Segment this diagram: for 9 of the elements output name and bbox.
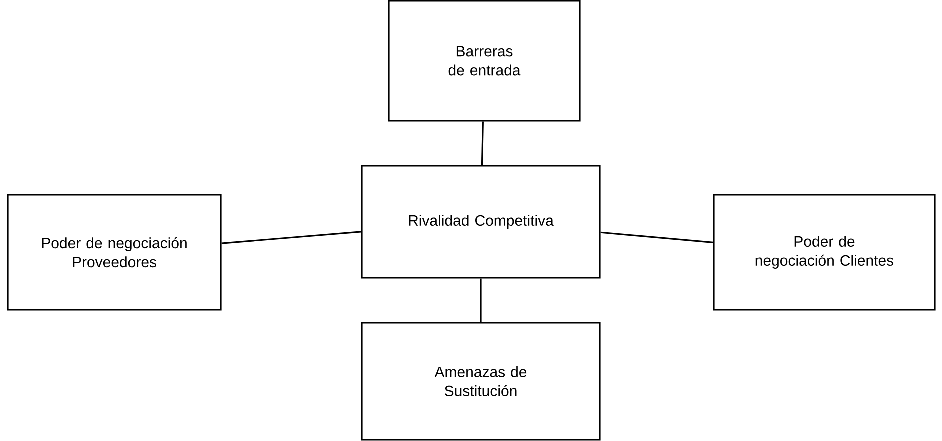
connector-line — [222, 231, 362, 244]
process-box: Amenazas de Sustitución — [361, 322, 601, 441]
connector-line — [600, 232, 714, 244]
process-box: Rivalidad Competitiva — [361, 165, 601, 279]
connector-line — [481, 122, 484, 166]
process-box: Barreras de entrada — [388, 0, 581, 122]
process-box: Poder de negociación Clientes — [713, 194, 936, 311]
connector-line — [480, 278, 482, 322]
process-box: Poder de negociación Proveedores — [7, 194, 222, 311]
